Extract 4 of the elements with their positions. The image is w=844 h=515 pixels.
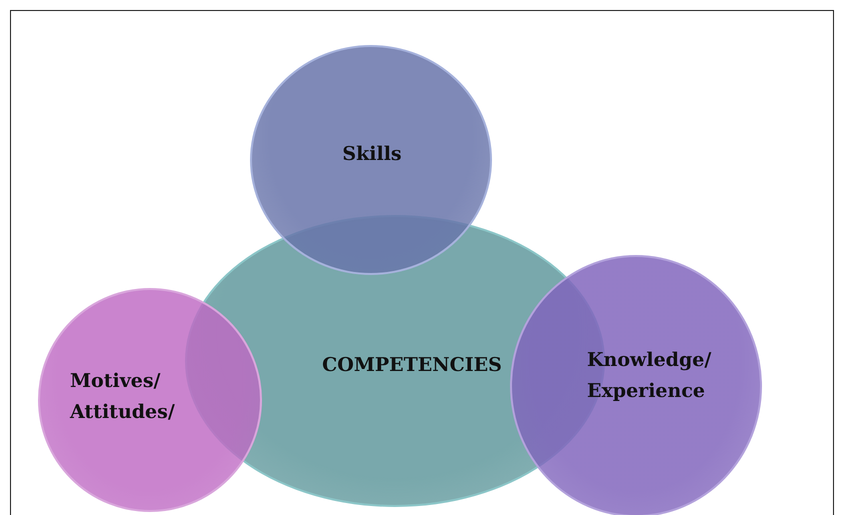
node-label: Knowledge/ Experience [587, 348, 712, 404]
node-label: COMPETENCIES [321, 353, 503, 378]
node-label: Skills [341, 142, 403, 167]
node-label: Motives/ Attitudes/ [70, 369, 176, 425]
